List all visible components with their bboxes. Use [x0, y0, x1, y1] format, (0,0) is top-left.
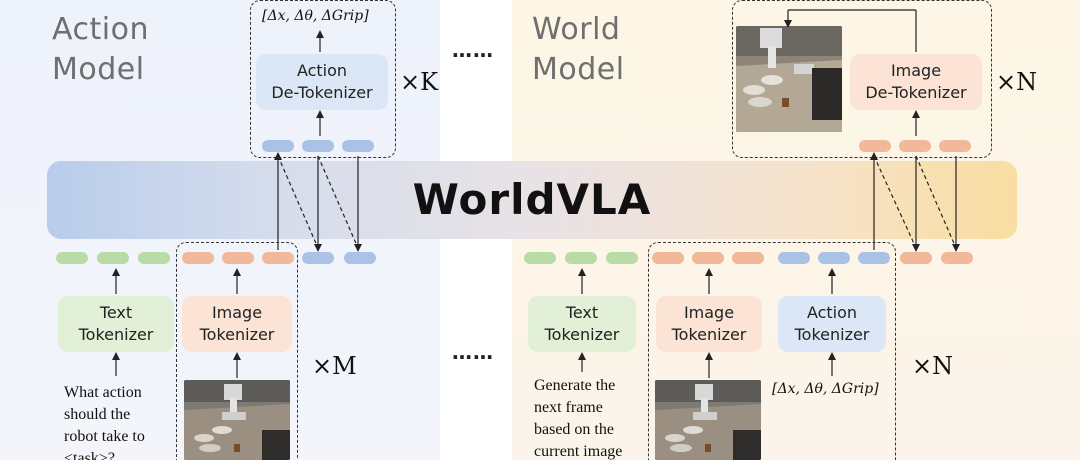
dashed-link-2 — [318, 156, 358, 248]
dashed-link-3 — [874, 156, 916, 248]
dashed-link-4 — [916, 156, 956, 248]
dashed-link-1 — [278, 156, 318, 248]
